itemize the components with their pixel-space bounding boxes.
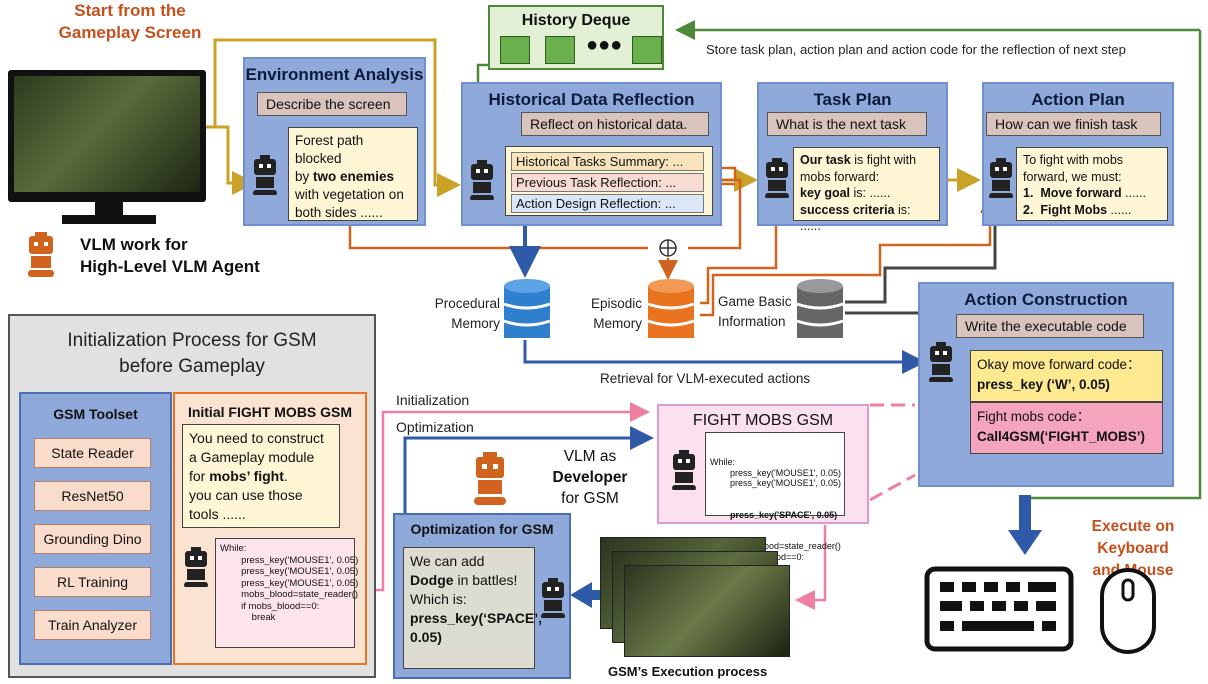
robot-icon — [253, 155, 277, 195]
developer-robot-icon — [474, 452, 506, 505]
arrow-optimization — [403, 426, 654, 518]
hist-bubble: Historical Tasks Summary: ... Previous T… — [505, 146, 713, 216]
task-callout: What is the next task — [767, 112, 927, 136]
execution-caption: GSM’s Execution process — [608, 664, 768, 679]
arrow-gsm-to-execution — [795, 525, 827, 610]
keyboard-icon — [924, 566, 1074, 652]
episodic-database-icon — [647, 279, 695, 338]
robot-icon — [672, 450, 696, 490]
robot-icon — [765, 158, 789, 198]
optimization-label: Optimization — [396, 419, 474, 435]
hist-row: Previous Task Reflection: ... — [511, 173, 704, 192]
panel-title: Environment Analysis — [245, 65, 424, 84]
fight-mobs-code: Fight mobs code： Call4GSM(‘FIGHT_MOBS’) — [970, 402, 1163, 454]
toolset-title: GSM Toolset — [53, 406, 138, 422]
initialization-label: Initialization — [396, 392, 470, 408]
init-bubble: You need to construct a Gameplay module … — [182, 424, 340, 528]
deque-slot — [545, 36, 575, 64]
history-deque: History Deque ●●● — [488, 5, 664, 70]
arrow-env-to-episodic — [348, 225, 648, 250]
tool-item: Grounding Dino — [34, 524, 151, 554]
arrow-game-to-action — [845, 199, 1007, 304]
legend-label: VLM work for High-Level VLM Agent — [80, 235, 260, 276]
initial-gsm-title: Initial FIGHT MOBS GSM — [187, 404, 353, 420]
action-callout: How can we finish task — [986, 112, 1161, 136]
env-bubble: Forest path blocked by two enemies with … — [288, 127, 418, 221]
hist-row: Action Design Reflection: ... — [511, 194, 704, 213]
panel-title: Task Plan — [813, 90, 892, 109]
execution-frame — [624, 565, 790, 657]
robot-icon — [541, 578, 565, 618]
arrow-reflection-to-sum — [688, 178, 742, 250]
deque-slot — [500, 36, 530, 64]
start-label: Start from the Gameplay Screen — [58, 1, 202, 42]
robot-icon — [989, 158, 1013, 198]
retrieval-label: Retrieval for VLM-executed actions — [600, 371, 811, 386]
fight-mobs-gsm-title: FIGHT MOBS GSM — [692, 412, 834, 429]
tool-item: Train Analyzer — [34, 610, 151, 640]
arrow-episodic-to-task — [700, 190, 786, 305]
robot-icon — [470, 160, 494, 200]
optimization-bubble: We can add Dodge in battles! Which is: p… — [403, 547, 542, 669]
construct-callout: Write the executable code — [956, 314, 1144, 338]
developer-label: VLM as Developer for GSM — [552, 448, 628, 507]
hist-callout: Reflect on historical data. — [521, 112, 709, 136]
action-bubble: To fight with mobs forward, we must: 1. … — [1016, 147, 1168, 221]
initial-gsm-code: While: press_key('MOUSE1', 0.05) press_k… — [215, 538, 358, 648]
tool-item: State Reader — [34, 438, 151, 468]
panel-title: Action Construction — [964, 290, 1128, 309]
procedural-database-icon — [503, 279, 551, 338]
arrow-monitor-to-environment — [205, 125, 256, 195]
initialization-title: Initialization Process for GSM before Ga… — [67, 330, 317, 377]
robot-icon — [929, 342, 953, 382]
game-database-icon — [796, 279, 844, 338]
optimization-title: Optimization for GSM — [410, 521, 554, 537]
history-note: Store task plan, action plan and action … — [706, 42, 1126, 57]
episodic-memory-label: Episodic Memory — [590, 296, 642, 331]
move-forward-code: Okay move forward code： press_key (‘W’, … — [970, 350, 1163, 402]
procedural-memory-label: Procedural Memory — [434, 296, 500, 331]
hist-row: Historical Tasks Summary: ... — [511, 152, 704, 171]
panel-title: Historical Data Reflection — [488, 90, 695, 109]
env-callout: Describe the screen — [257, 92, 407, 116]
robot-icon — [28, 232, 54, 277]
arrow-retrieval — [523, 340, 926, 374]
arrow-episodic-to-action — [700, 193, 1000, 317]
task-bubble: Our task is fight with mobs forward: key… — [793, 147, 940, 233]
history-deque-title: History Deque — [521, 12, 631, 29]
gameplay-screen — [14, 76, 200, 192]
mouse-icon — [1100, 568, 1156, 654]
robot-icon — [184, 547, 208, 587]
deque-slot — [632, 36, 662, 64]
fight-mobs-gsm-code: While: press_key('MOUSE1', 0.05) press_k… — [705, 432, 845, 572]
tool-item: ResNet50 — [34, 481, 151, 511]
gameplay-monitor — [8, 70, 206, 202]
tool-item: RL Training — [34, 567, 151, 597]
panel-title: Action Plan — [1031, 90, 1125, 109]
game-info-label: Game Basic Information — [718, 294, 792, 329]
